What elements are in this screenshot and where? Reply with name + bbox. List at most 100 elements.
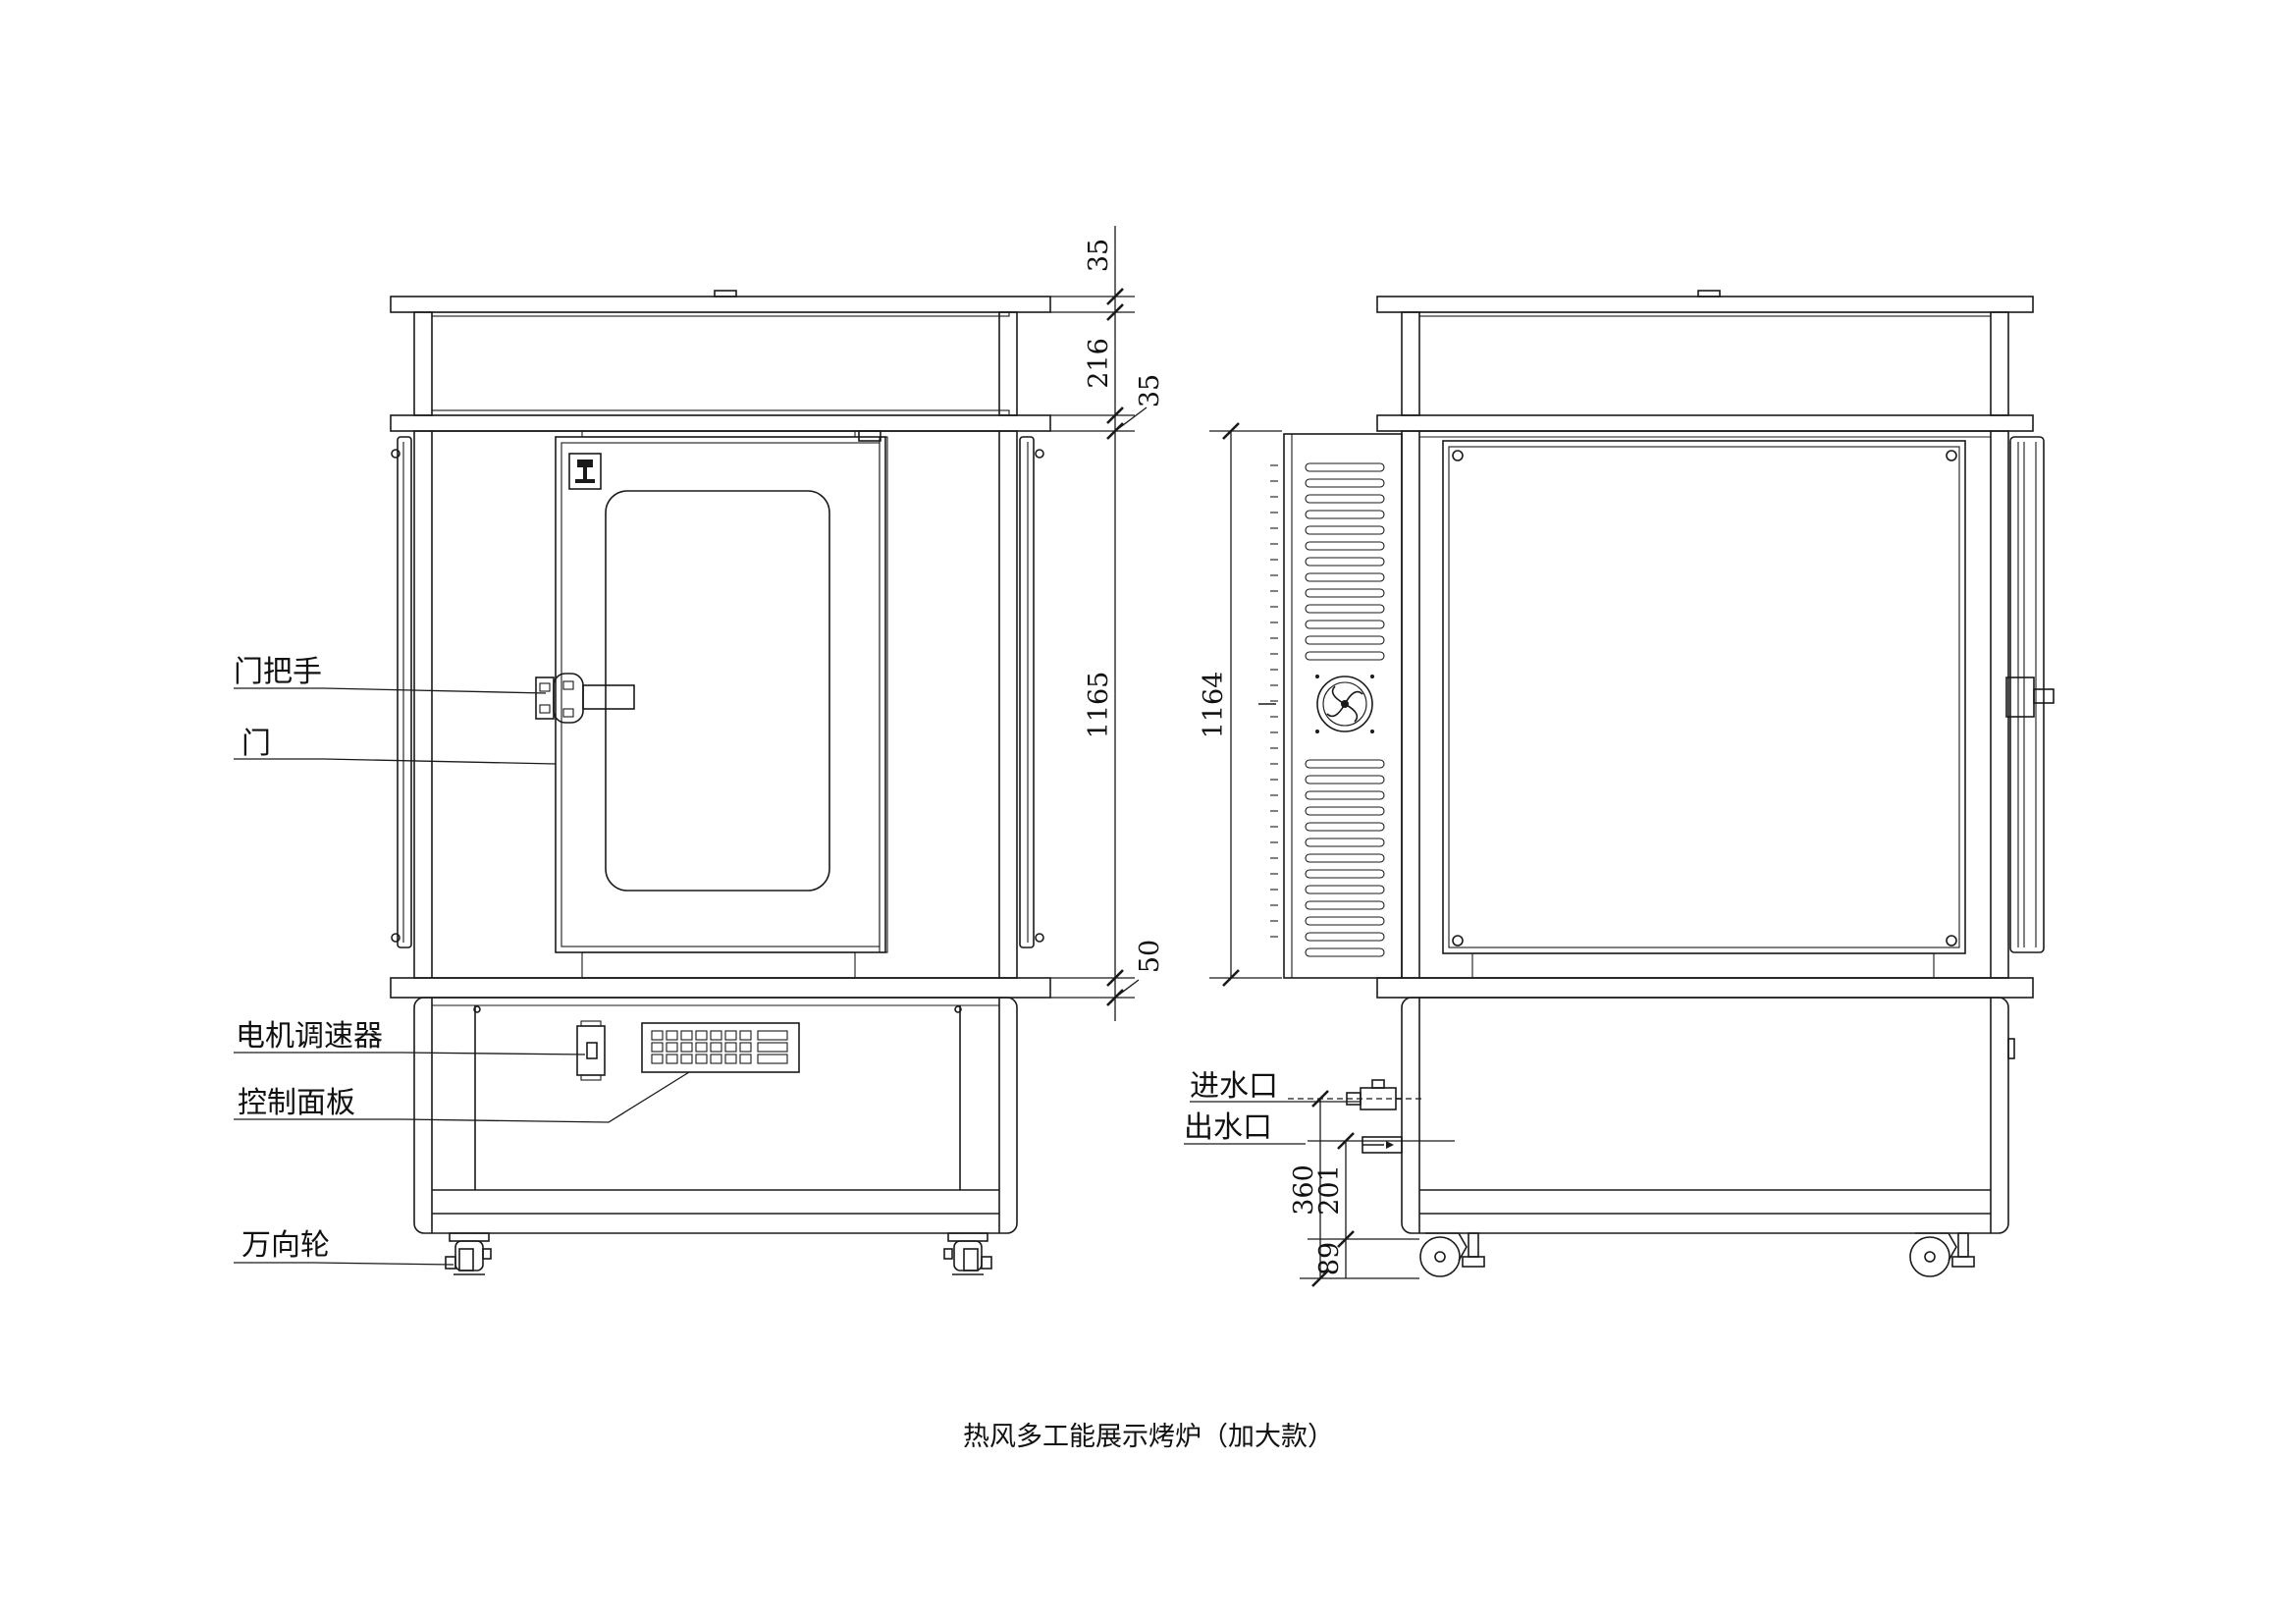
vent-slot bbox=[1305, 885, 1385, 894]
motor-speed-controller-icon bbox=[576, 1020, 606, 1081]
keypad-key bbox=[680, 1042, 693, 1053]
front-top-board bbox=[390, 296, 1051, 313]
lower-cabinet-front bbox=[413, 997, 1018, 1234]
control-panel-icon bbox=[641, 1022, 800, 1073]
keypad-display bbox=[757, 1042, 788, 1053]
label-water-outlet: 出水口 bbox=[1184, 1110, 1272, 1145]
vent-slot bbox=[1305, 620, 1385, 629]
door-window bbox=[605, 490, 830, 892]
keypad-key bbox=[651, 1030, 664, 1041]
fan-icon bbox=[1315, 675, 1374, 733]
keypad-display bbox=[757, 1054, 788, 1064]
front-bottom-board bbox=[390, 977, 1051, 999]
vent-slot bbox=[1305, 947, 1385, 957]
vent-slot bbox=[1305, 900, 1385, 910]
side-middle-board bbox=[1376, 414, 2034, 432]
oven-door bbox=[555, 436, 886, 953]
keypad-key bbox=[666, 1030, 678, 1041]
front-dimension-chain: 35 216 35 1165 50 bbox=[1050, 226, 1165, 1021]
label-control-panel: 控制面板 bbox=[238, 1086, 355, 1120]
keypad-key bbox=[739, 1042, 752, 1053]
caster-left-icon bbox=[445, 1232, 492, 1275]
vent-slot bbox=[1305, 853, 1385, 863]
dim-caster-height: 89 bbox=[1314, 1242, 1345, 1275]
keypad-key bbox=[695, 1054, 708, 1064]
vent-slot bbox=[1305, 525, 1385, 535]
keypad-key bbox=[739, 1054, 752, 1064]
dim-oven-height-side: 1164 bbox=[1199, 672, 1229, 739]
front-middle-board bbox=[390, 414, 1051, 432]
vent-slot bbox=[1305, 775, 1385, 784]
drawing-title: 热风多工能展示烤炉（加大款） bbox=[963, 1422, 1334, 1452]
dim-oven-height-front: 1165 bbox=[1084, 672, 1114, 739]
vent-slot bbox=[1305, 635, 1385, 645]
label-water-inlet: 进水口 bbox=[1190, 1069, 1278, 1104]
label-door: 门 bbox=[241, 727, 271, 761]
door-handle-icon bbox=[535, 673, 635, 724]
keypad-key bbox=[695, 1030, 708, 1041]
keypad-key bbox=[680, 1030, 693, 1041]
vent-slot bbox=[1305, 869, 1385, 879]
vent-slot bbox=[1305, 822, 1385, 832]
vent-slot bbox=[1305, 651, 1385, 661]
vent-slot bbox=[1305, 494, 1385, 504]
dim-middle-board: 35 bbox=[1135, 374, 1165, 407]
rear-fan-housing bbox=[1283, 433, 1403, 979]
caster-side-left-icon bbox=[1419, 1232, 1485, 1277]
oven-body-side bbox=[1401, 430, 2009, 979]
vent-slot bbox=[1305, 790, 1385, 800]
caster-side-right-icon bbox=[1909, 1232, 1975, 1277]
dim-outlet-height: 201 bbox=[1314, 1164, 1345, 1216]
dim-top-board: 35 bbox=[1084, 239, 1114, 272]
vent-slot bbox=[1305, 588, 1385, 598]
keypad-key bbox=[724, 1042, 737, 1053]
dim-inlet-height: 360 bbox=[1289, 1164, 1319, 1216]
vent-slots bbox=[1305, 462, 1385, 957]
water-inlet-fitting-icon bbox=[1346, 1079, 1402, 1110]
label-caster: 万向轮 bbox=[241, 1228, 330, 1263]
side-dimension-chain: 1164 360 201 89 进水口 出水口 bbox=[1184, 422, 1455, 1287]
vent-slot bbox=[1305, 838, 1385, 847]
side-top-board bbox=[1376, 296, 2034, 313]
oven-body-front bbox=[413, 430, 1018, 979]
front-callouts: 门把手 门 电机调速器 控制面板 万向轮 bbox=[234, 655, 690, 1266]
vent-slot bbox=[1305, 478, 1385, 488]
dim-upper-cabinet: 216 bbox=[1084, 338, 1114, 389]
vent-slot bbox=[1305, 759, 1385, 769]
vent-slot bbox=[1305, 541, 1385, 551]
keypad-key bbox=[710, 1042, 722, 1053]
label-motor-speed-controller: 电机调速器 bbox=[236, 1019, 383, 1054]
keypad-key bbox=[739, 1030, 752, 1041]
logo-badge-icon bbox=[568, 453, 602, 490]
dim-bottom-board: 50 bbox=[1135, 940, 1165, 973]
vent-slot bbox=[1305, 916, 1385, 926]
keypad-key bbox=[710, 1030, 722, 1041]
vent-slot bbox=[1305, 932, 1385, 942]
vent-slot bbox=[1305, 604, 1385, 614]
keypad-key bbox=[666, 1054, 678, 1064]
keypad-key bbox=[724, 1030, 737, 1041]
vent-slot bbox=[1305, 510, 1385, 519]
keypad-key bbox=[724, 1054, 737, 1064]
front-view bbox=[390, 290, 1051, 1275]
keypad-key bbox=[651, 1054, 664, 1064]
water-outlet-fitting-icon bbox=[1362, 1136, 1403, 1154]
lower-cabinet-side bbox=[1401, 997, 2009, 1234]
vent-slot bbox=[1305, 462, 1385, 472]
vent-slot bbox=[1305, 557, 1385, 567]
keypad-display bbox=[757, 1030, 788, 1041]
keypad-key bbox=[710, 1054, 722, 1064]
keypad-key bbox=[666, 1042, 678, 1053]
vent-slot bbox=[1305, 806, 1385, 816]
label-door-handle: 门把手 bbox=[234, 655, 322, 689]
side-view bbox=[1258, 290, 2055, 1277]
keypad-key bbox=[680, 1054, 693, 1064]
caster-right-icon bbox=[943, 1232, 992, 1275]
vent-slot bbox=[1305, 572, 1385, 582]
keypad-key bbox=[651, 1042, 664, 1053]
door-edge-side bbox=[2009, 436, 2045, 953]
side-bottom-board bbox=[1376, 977, 2034, 999]
side-panel bbox=[1442, 440, 1966, 954]
keypad-key bbox=[695, 1042, 708, 1053]
